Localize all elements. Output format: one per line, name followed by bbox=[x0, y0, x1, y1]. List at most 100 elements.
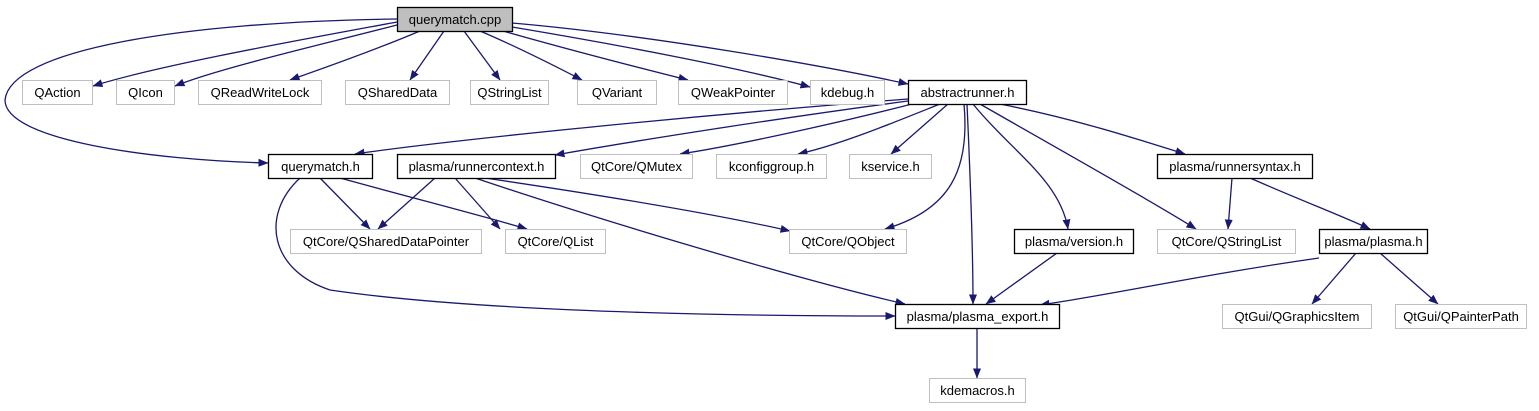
node-querymatch_cpp[interactable]: querymatch.cpp bbox=[396, 6, 514, 33]
edge-querymatch_cpp-to-QIcon bbox=[174, 24, 398, 87]
edges-layer bbox=[4, 18, 1439, 379]
node-label: kdemacros.h bbox=[940, 383, 1014, 398]
node-abstractrunner_h[interactable]: abstractrunner.h bbox=[907, 79, 1028, 106]
node-box bbox=[198, 80, 322, 105]
node-box bbox=[1013, 228, 1135, 255]
node-label: plasma/plasma.h bbox=[1324, 234, 1422, 249]
node-QSharedData: QSharedData bbox=[345, 80, 450, 105]
node-label: querymatch.h bbox=[281, 159, 360, 174]
edge-abstractrunner_h-to-version_h bbox=[972, 103, 1071, 230]
edge-querymatch_cpp-to-querymatch_h bbox=[4, 18, 398, 167]
edge-querymatch_h-to-QtCore_QSharedDataPointer bbox=[319, 177, 371, 230]
node-label: QReadWriteLock bbox=[211, 85, 310, 100]
edge-runnersyntax_h-to-QtCore_QStringList bbox=[1224, 177, 1233, 230]
edge-plasma_h-to-QtGui_QPainterPath bbox=[1379, 252, 1439, 305]
node-label: QtCore/QList bbox=[518, 234, 594, 249]
node-box bbox=[907, 79, 1028, 106]
node-box bbox=[267, 153, 374, 180]
node-label: kdebug.h bbox=[821, 85, 875, 100]
node-label: QtCore/QObject bbox=[801, 234, 895, 249]
edge-runnercontext_h-to-QtCore_QSharedDataPointer bbox=[377, 177, 436, 230]
node-label: QtCore/QSharedDataPointer bbox=[303, 234, 470, 249]
node-box bbox=[1157, 229, 1296, 254]
node-QtCore_QList: QtCore/QList bbox=[505, 229, 606, 254]
edge-querymatch_h-to-plasma_export_h bbox=[275, 177, 896, 320]
node-QAction: QAction bbox=[22, 80, 93, 105]
edge-abstractrunner_h-to-querymatch_h bbox=[354, 98, 909, 157]
node-kservice_h: kservice.h bbox=[849, 154, 932, 179]
node-label: abstractrunner.h bbox=[921, 85, 1015, 100]
node-QtCore_QMutex: QtCore/QMutex bbox=[580, 154, 693, 179]
node-kdebug_h: kdebug.h bbox=[810, 80, 885, 105]
edge-querymatch_cpp-to-QVariant bbox=[479, 30, 583, 81]
node-runnersyntax_h[interactable]: plasma/runnersyntax.h bbox=[1156, 153, 1314, 180]
node-QReadWriteLock: QReadWriteLock bbox=[198, 80, 322, 105]
node-label: QSharedData bbox=[358, 85, 438, 100]
node-QStringList: QStringList bbox=[470, 80, 549, 105]
node-box bbox=[577, 80, 657, 105]
node-label: QIcon bbox=[128, 85, 163, 100]
node-label: QtGui/QPainterPath bbox=[1403, 309, 1519, 324]
node-querymatch_h[interactable]: querymatch.h bbox=[267, 153, 374, 180]
node-version_h[interactable]: plasma/version.h bbox=[1013, 228, 1135, 255]
node-QIcon: QIcon bbox=[116, 80, 175, 105]
node-QtCore_QObject: QtCore/QObject bbox=[789, 229, 907, 254]
node-QtGui_QPainterPath: QtGui/QPainterPath bbox=[1395, 304, 1527, 329]
node-label: kservice.h bbox=[861, 159, 920, 174]
node-label: QWeakPointer bbox=[691, 85, 776, 100]
node-box bbox=[1222, 304, 1372, 329]
node-box bbox=[716, 154, 827, 179]
edge-abstractrunner_h-to-kconfiggroup_h bbox=[797, 103, 941, 156]
edge-plasma_h-to-QtGui_QGraphicsItem bbox=[1311, 252, 1357, 305]
node-box bbox=[290, 229, 482, 254]
edge-querymatch_cpp-to-QSharedData bbox=[409, 30, 445, 81]
edge-querymatch_cpp-to-QWeakPointer bbox=[502, 30, 689, 82]
node-QtCore_QSharedDataPointer: QtCore/QSharedDataPointer bbox=[290, 229, 482, 254]
edge-abstractrunner_h-to-kservice_h bbox=[890, 103, 949, 155]
edge-abstractrunner_h-to-QtCore_QStringList bbox=[979, 103, 1197, 230]
edge-version_h-to-plasma_export_h bbox=[985, 252, 1058, 305]
node-kdemacros_h: kdemacros.h bbox=[929, 378, 1026, 403]
node-QtGui_QGraphicsItem: QtGui/QGraphicsItem bbox=[1222, 304, 1372, 329]
edge-runnercontext_h-to-QtCore_QList bbox=[454, 177, 501, 230]
node-label: QtGui/QGraphicsItem bbox=[1235, 309, 1360, 324]
node-kconfiggroup_h: kconfiggroup.h bbox=[716, 154, 827, 179]
edge-querymatch_cpp-to-abstractrunner_h bbox=[511, 22, 909, 86]
node-box bbox=[396, 6, 514, 33]
node-box bbox=[894, 303, 1061, 330]
node-label: QtCore/QMutex bbox=[591, 159, 683, 174]
edge-abstractrunner_h-to-QtCore_QMutex bbox=[679, 103, 913, 157]
node-box bbox=[678, 80, 788, 105]
edge-abstractrunner_h-to-runnersyntax_h bbox=[999, 103, 1186, 155]
node-label: QAction bbox=[34, 85, 80, 100]
edge-abstractrunner_h-to-plasma_export_h bbox=[966, 103, 977, 305]
node-QtCore_QStringList: QtCore/QStringList bbox=[1157, 229, 1296, 254]
node-label: querymatch.cpp bbox=[409, 12, 502, 27]
edge-querymatch_cpp-to-QStringList bbox=[463, 30, 501, 81]
edge-abstractrunner_h-to-QtCore_QObject bbox=[884, 103, 966, 231]
node-box bbox=[789, 229, 907, 254]
edge-querymatch_h-to-QtCore_QList bbox=[339, 177, 528, 231]
node-runnercontext_h[interactable]: plasma/runnercontext.h bbox=[396, 153, 557, 180]
edge-plasma_h-to-plasma_export_h bbox=[1039, 257, 1320, 308]
edge-querymatch_cpp-to-QAction bbox=[92, 21, 398, 87]
node-label: QVariant bbox=[592, 85, 643, 100]
node-plasma_h[interactable]: plasma/plasma.h bbox=[1318, 228, 1429, 255]
edge-runnercontext_h-to-QtCore_QObject bbox=[484, 177, 791, 233]
node-label: QStringList bbox=[477, 85, 542, 100]
edge-runnercontext_h-to-plasma_export_h bbox=[474, 177, 906, 306]
node-box bbox=[345, 80, 450, 105]
edge-querymatch_cpp-to-kdebug_h bbox=[511, 26, 811, 89]
node-plasma_export_h[interactable]: plasma/plasma_export.h bbox=[894, 303, 1061, 330]
node-box bbox=[470, 80, 549, 105]
node-box bbox=[22, 80, 93, 105]
node-label: plasma/plasma_export.h bbox=[907, 309, 1049, 324]
edge-abstractrunner_h-to-runnercontext_h bbox=[554, 100, 909, 158]
node-label: plasma/runnercontext.h bbox=[409, 159, 545, 174]
node-label: QtCore/QStringList bbox=[1172, 234, 1282, 249]
node-QWeakPointer: QWeakPointer bbox=[678, 80, 788, 105]
node-box bbox=[580, 154, 693, 179]
node-box bbox=[849, 154, 932, 179]
